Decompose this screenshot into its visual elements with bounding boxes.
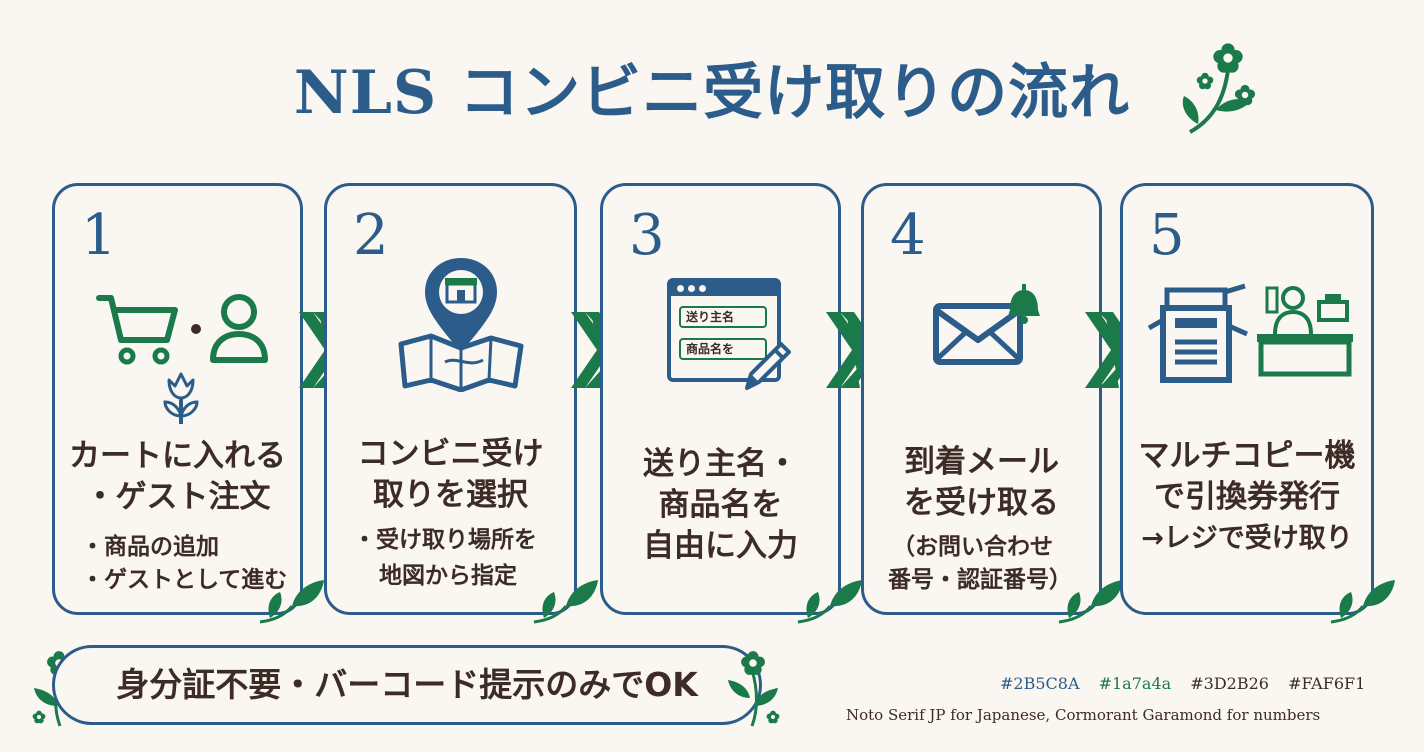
step-title-line: を受け取る xyxy=(904,485,1059,521)
step-detail-line: ・商品の追加 xyxy=(81,534,219,560)
leaf-icon xyxy=(794,576,864,626)
step-number: 2 xyxy=(353,203,389,268)
leaf-icon xyxy=(530,576,600,626)
step-title-line: マルチコピー機 xyxy=(1138,438,1356,474)
step-detail-line: （お問い合わせ xyxy=(892,534,1053,560)
person-icon xyxy=(210,294,268,363)
step-detail-line: 番号・認証番号） xyxy=(888,567,1072,593)
mail-bell-icon xyxy=(933,284,1040,365)
step-number: 4 xyxy=(890,203,926,268)
step-card-2: 2 コンビニ受け 取りを選択 ・受け取り場所を 地図から指定 xyxy=(324,183,577,615)
palette-background: #FAF6F1 xyxy=(1288,674,1366,693)
step-number: 3 xyxy=(629,203,665,268)
step-title-line: 送り主名・ xyxy=(643,446,798,482)
banner-text: 身分証不要・バーコード提示のみでOK xyxy=(116,665,698,704)
leaf-icon xyxy=(256,576,326,626)
form-field-sender: 送り主名 xyxy=(679,306,767,328)
step-detail-line: 地図から指定 xyxy=(379,563,517,589)
step-title-line: 商品名を xyxy=(658,487,783,523)
window-dot xyxy=(699,285,706,292)
page-title: NLS コンビニ受け取りの流れ xyxy=(293,58,1131,128)
step-detail-line: ・受け取り場所を xyxy=(353,527,537,553)
step-title-line: 自由に入力 xyxy=(643,528,798,564)
cart-icon xyxy=(96,295,178,365)
step-card-4: 4 到着メール を受け取る （お問い合わせ 番号・認証番号） xyxy=(861,183,1102,615)
cashier-icon xyxy=(1257,286,1353,377)
palette-accent: #2B5C8A xyxy=(1000,674,1080,693)
step-title-line: カートに入れる xyxy=(69,438,286,474)
leaf-icon xyxy=(1055,576,1125,626)
color-palette: #2B5C8A #1a7a4a #3D2B26 #FAF6F1 xyxy=(1000,673,1379,695)
step-card-5: 5 マルチコピー機 で引換券発行 →レジで受け取り xyxy=(1120,183,1374,615)
window-dot xyxy=(688,285,695,292)
step-title-line: で引換券発行 xyxy=(1154,479,1340,515)
window-dot xyxy=(677,285,684,292)
leaf-icon xyxy=(1327,576,1397,626)
form-field-item: 商品名を xyxy=(679,338,767,360)
step-card-3: 3 送り主名 商品名を 送り主名・ 商品名を 自由に入力 xyxy=(600,183,841,615)
map-pin-store-icon xyxy=(398,258,524,392)
step-title-line: 取りを選択 xyxy=(373,477,528,513)
step-number: 5 xyxy=(1149,203,1185,268)
palette-text: #3D2B26 xyxy=(1190,674,1269,693)
step-card-1: 1 カートに入れる ・ゲスト注文 ・商品の追加 ・ゲストとして進む xyxy=(52,183,303,615)
flower-sprig-icon xyxy=(728,651,780,727)
step-title-line: 到着メール xyxy=(904,444,1059,480)
requirement-banner: 身分証不要・バーコード提示のみでOK xyxy=(52,645,762,725)
step-title-line: コンビニ受け xyxy=(357,436,544,472)
step-title-line: ・ゲスト注文 xyxy=(84,479,271,515)
step-detail-line: ・ゲストとして進む xyxy=(81,567,288,593)
flower-icon xyxy=(163,372,199,424)
copier-icon xyxy=(1147,283,1249,383)
step-number: 1 xyxy=(81,203,117,268)
font-note: Noto Serif JP for Japanese, Cormorant Ga… xyxy=(846,706,1321,724)
separator-dot xyxy=(191,324,201,334)
step-title-line: →レジで受け取り xyxy=(1141,523,1353,554)
palette-green: #1a7a4a xyxy=(1098,674,1172,693)
pencil-icon xyxy=(745,342,791,390)
flower-sprig-icon xyxy=(1182,43,1256,134)
